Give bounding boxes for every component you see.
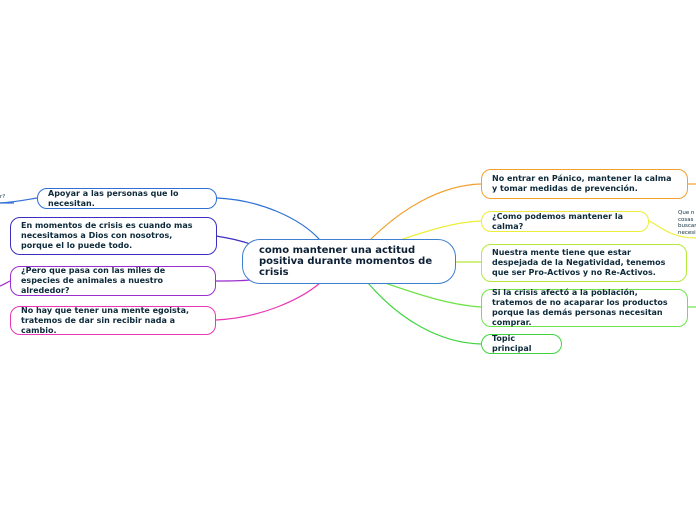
right-edge-note-text: Que n cosas buscar necesi [678,210,696,236]
link-poblacion [384,282,482,308]
central-topic[interactable]: como mantener una actitud positiva duran… [242,239,456,284]
topic-mente[interactable]: Nuestra mente tiene que estar despejada … [481,244,687,282]
topic-especies-label: ¿Pero que pasa con las miles de especies… [21,266,166,295]
left-edge-note: r? [0,194,5,201]
topic-poblacion-label: Si la crisis afectó a la población, trat… [492,288,668,327]
topic-dios-label: En momentos de crisis es cuando mas nece… [21,221,193,250]
topic-panico-label: No entrar en Pánico, mantener la calma y… [492,174,672,193]
link-panico [369,183,482,241]
link-calma-child [648,220,696,239]
link-apoyar-child [0,197,38,204]
topic-principal-label: Topic principal [492,334,532,353]
topic-especies[interactable]: ¿Pero que pasa con las miles de especies… [10,266,216,296]
topic-apoyar-label: Apoyar a las personas que lo necesitan. [48,188,179,208]
link-especies [215,279,251,282]
topic-principal[interactable]: Topic principal [481,334,562,354]
link-apoyar [216,197,321,241]
link-topic [367,282,482,345]
topic-poblacion[interactable]: Si la crisis afectó a la población, trat… [481,288,688,327]
topic-egoista-label: No hay que tener una mente egoista, trat… [21,305,190,335]
right-edge-note: Que n cosas buscar necesi [678,210,696,236]
topic-calma[interactable]: ¿Como podemos mantener la calma? [481,211,649,232]
topic-egoista[interactable]: No hay que tener una mente egoista, trat… [10,306,216,335]
topic-apoyar[interactable]: Apoyar a las personas que lo necesitan. [37,188,217,209]
topic-calma-label: ¿Como podemos mantener la calma? [492,211,624,231]
topic-panico[interactable]: No entrar en Pánico, mantener la calma y… [481,169,688,199]
central-topic-label: como mantener una actitud positiva duran… [259,245,433,278]
left-edge-note-text: r? [0,194,6,200]
topic-dios[interactable]: En momentos de crisis es cuando mas nece… [10,217,217,255]
link-egoista [215,282,321,321]
topic-mente-label: Nuestra mente tiene que estar despejada … [492,248,666,277]
link-calma [399,220,482,241]
link-especies-child [0,280,11,287]
